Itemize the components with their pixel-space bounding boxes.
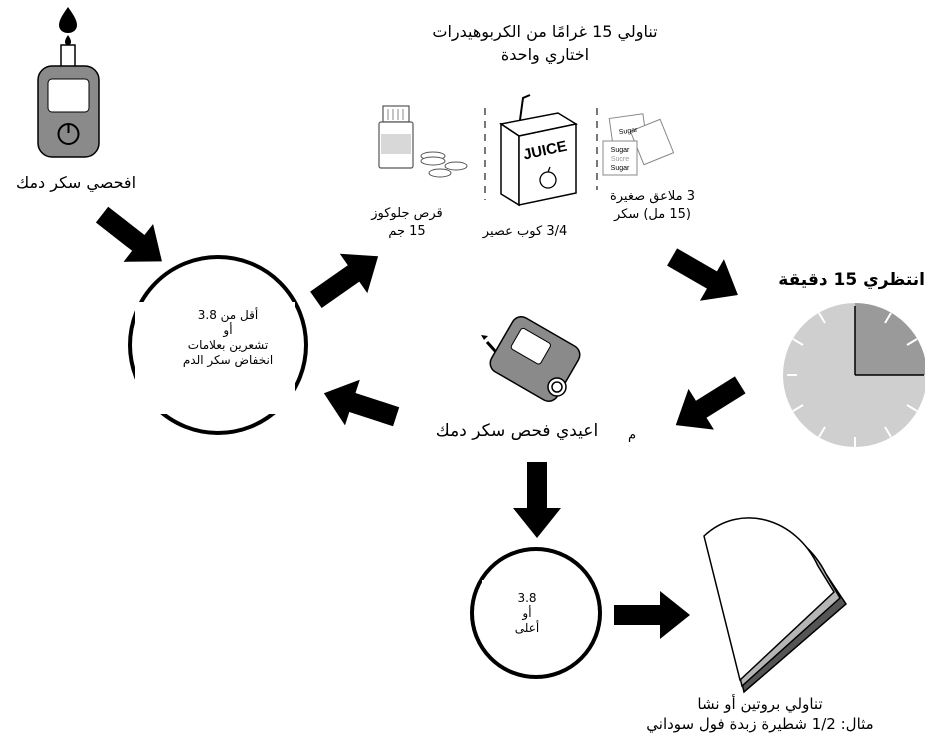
high-result-line: أعلى (514, 621, 540, 635)
glucose-meter-icon (37, 44, 100, 158)
glucose-tablet-name: قرص جلوكوز (371, 206, 443, 221)
arrow-check-to-low (87, 195, 177, 281)
svg-text:Sugar: Sugar (611, 147, 630, 154)
arrow-low-to-treat (302, 236, 392, 320)
low-result-line: انخفاض سكر الدم (182, 353, 274, 367)
arrow-recheck-to-high (513, 462, 561, 538)
sugar-label-line: 3 ملاعق صغيرة (609, 189, 696, 204)
arrow-wait-to-recheck (663, 364, 753, 446)
svg-text:Sugar: Sugar (618, 127, 638, 137)
sugar-label-line: (15 مل) سكر (613, 207, 691, 222)
glucose-meter-icon (481, 316, 581, 402)
protein-label: تناولي بروتين أو نشا مثال: 1/2 شطيرة زبد… (640, 694, 880, 734)
high-result-line: أو (522, 606, 532, 620)
glucose-tablet-amount: 15 جم (388, 224, 426, 239)
clock-icon (783, 303, 925, 447)
carbs-subheading: اختاري واحدة (500, 45, 590, 64)
high-result-circle (470, 547, 602, 679)
juice-box-icon (499, 94, 579, 207)
low-result-line: أقل من 3.8 (197, 308, 259, 322)
high-result-line: 3.8 (517, 591, 537, 605)
stray-mark: م (627, 428, 637, 443)
check-blood-sugar-label: افحصي سكر دمك (15, 173, 137, 192)
wait-label: انتظري 15 دقيقة (778, 270, 925, 290)
svg-text:Sucre: Sucre (611, 156, 629, 163)
sugar-label: 3 ملاعق صغيرة (15 مل) سكر (595, 188, 710, 224)
protein-label-line: تناولي بروتين أو نشا (697, 695, 823, 713)
carbs-heading: تناولي 15 غرامًا من الكربوهيدرات (432, 22, 658, 41)
arrow-treat-to-wait (660, 236, 750, 316)
blood-drop-icon (59, 7, 77, 45)
high-result-text: 3.8 أو أعلى (482, 591, 572, 636)
juice-label: 3/4 كوب عصير (482, 224, 568, 239)
sugar-packets-icon: Sugar Sugar Sucre Sugar (602, 113, 675, 176)
protein-label-line: مثال: 1/2 شطيرة زبدة فول سوداني (646, 715, 874, 733)
glucose-tablet-label: قرص جلوكوز 15 جم (352, 205, 462, 241)
svg-text:Sugar: Sugar (611, 165, 630, 172)
arrow-high-to-protein (614, 591, 690, 639)
sandwich-icon (703, 517, 847, 694)
recheck-label: اعيدي فحص سكر دمك (435, 421, 599, 441)
low-result-line: تشعرين بعلامات (187, 338, 269, 352)
low-result-text: أقل من 3.8 أو تشعرين بعلامات انخفاض سكر … (158, 308, 298, 368)
pill-bottle-icon (378, 105, 468, 178)
low-result-line: أو (223, 323, 233, 337)
low-result-circle (128, 255, 308, 435)
arrow-recheck-to-low (316, 370, 404, 440)
